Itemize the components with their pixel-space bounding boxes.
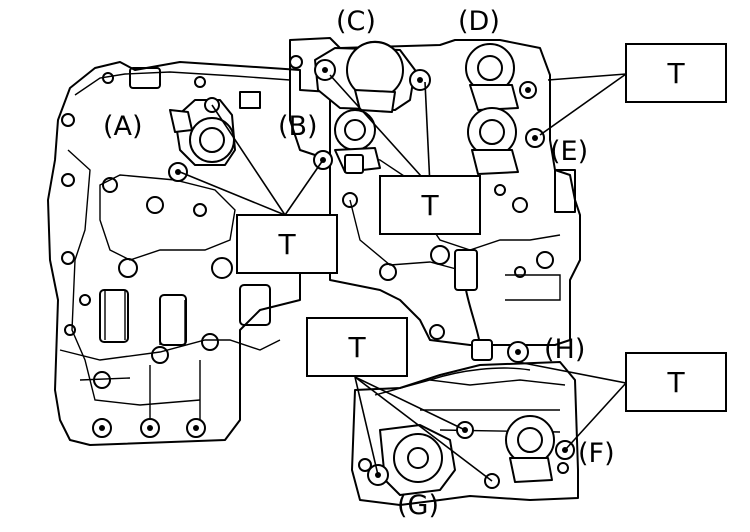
torque-box-center: T: [379, 175, 481, 235]
part-label-h: (H): [544, 334, 585, 365]
leader-lines: [179, 73, 627, 482]
solenoid-e: [467, 107, 545, 175]
part-label-d: (D): [458, 6, 500, 37]
part-label-c: (C): [336, 6, 376, 37]
harness-h: [429, 249, 531, 381]
torque-box-left: T: [236, 214, 338, 274]
part-label-e: (E): [550, 136, 588, 167]
torque-mark: T: [277, 228, 296, 261]
part-label-b: (B): [278, 111, 318, 142]
torque-box-lower-right: T: [625, 352, 727, 412]
part-label-g: (G): [397, 490, 439, 521]
torque-mark: T: [347, 331, 366, 364]
solenoid-f: [505, 415, 575, 483]
valve-body-main: [47, 61, 331, 446]
solenoid-c: [314, 40, 431, 113]
solenoid-d: [465, 43, 537, 111]
solenoid-b: [313, 109, 381, 174]
torque-box-lower-center: T: [306, 317, 408, 377]
part-label-a: (A): [103, 111, 143, 142]
valve-body-upper-right: [289, 37, 581, 346]
torque-mark: T: [666, 57, 685, 90]
solenoid-a: [168, 97, 236, 182]
torque-mark: T: [420, 189, 439, 222]
solenoid-g: [367, 421, 474, 496]
torque-mark: T: [666, 366, 685, 399]
part-label-f: (F): [578, 438, 615, 469]
torque-box-top-right: T: [625, 43, 727, 103]
